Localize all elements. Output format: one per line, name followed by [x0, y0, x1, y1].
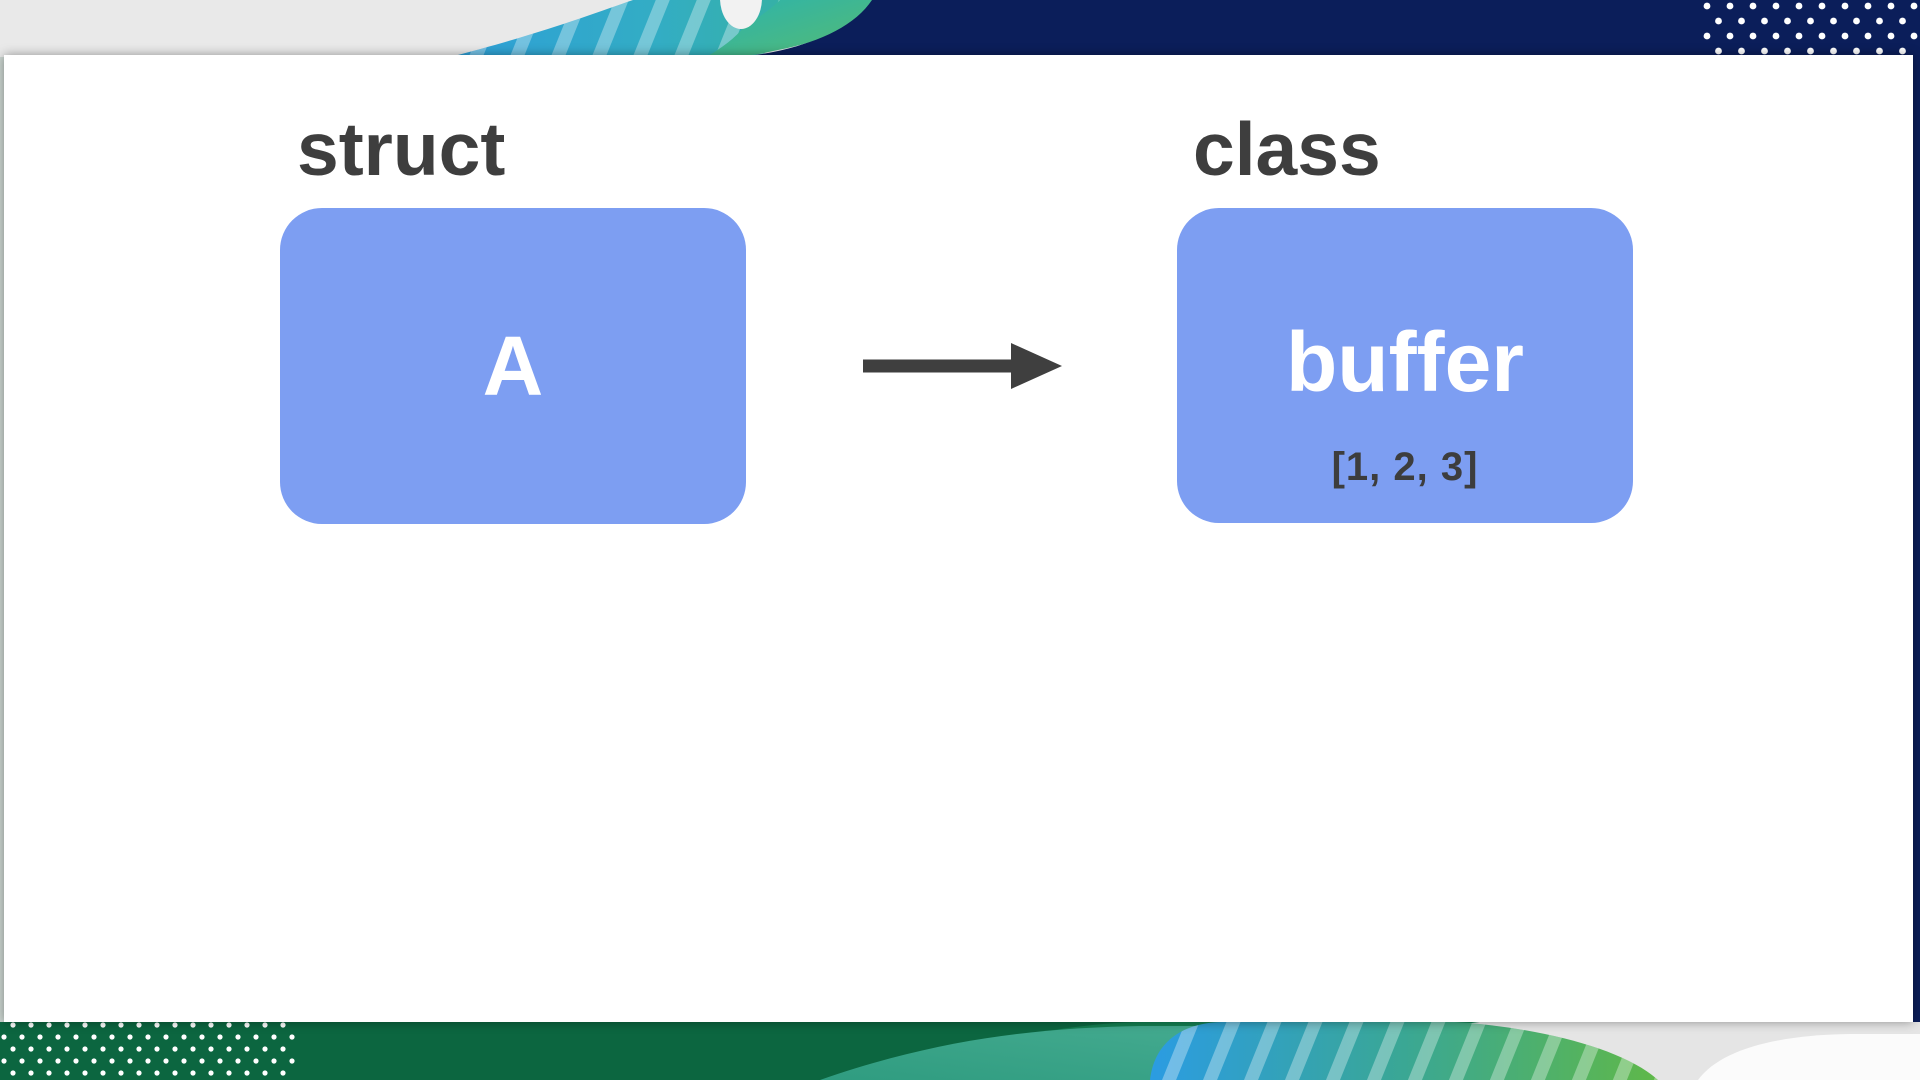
class-type-label: class [1193, 107, 1381, 191]
right-arrow-icon [863, 343, 1062, 389]
struct-type-label: struct [297, 107, 506, 191]
class-node-title: buffer [1286, 315, 1524, 409]
class-node-value: [1, 2, 3] [1331, 445, 1479, 489]
slide-content-panel: struct class A buffer [1, 2, 3] [4, 55, 1913, 1022]
class-node: buffer [1, 2, 3] [1177, 208, 1633, 523]
struct-node-title: A [482, 319, 544, 413]
struct-node: A [280, 208, 746, 524]
